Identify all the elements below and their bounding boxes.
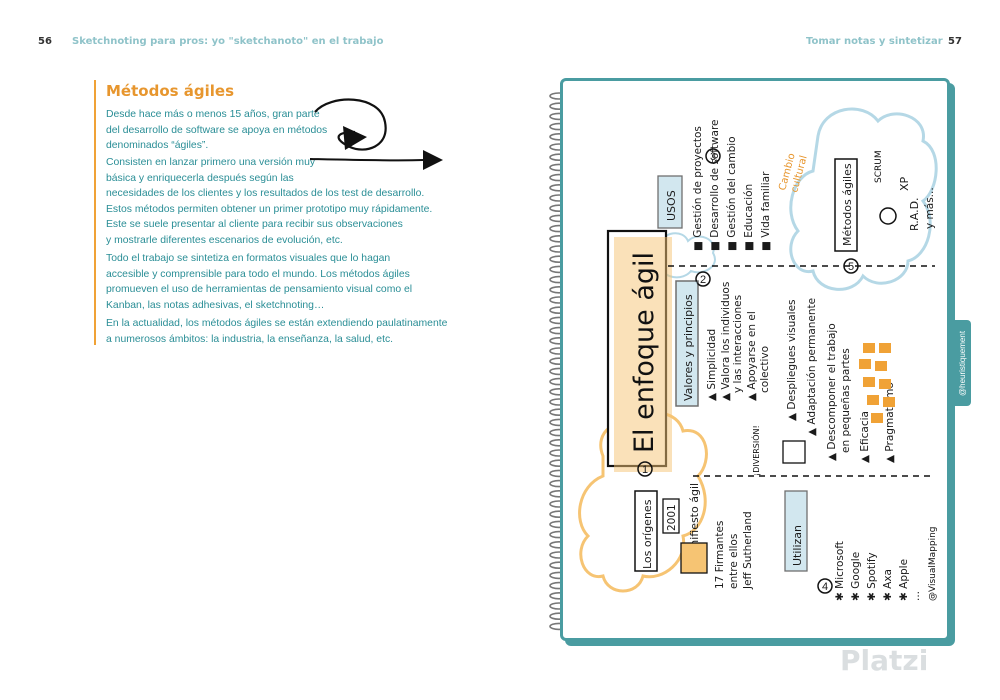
side-tab-label: @heuristiquement (958, 330, 967, 396)
values-banner (675, 280, 699, 407)
right-page-number: 57 (948, 36, 962, 47)
svg-text:¡DIVERSIÓN!: ¡DIVERSIÓN! (750, 425, 761, 476)
svg-text:▲ Despliegues visuales: ▲ Despliegues visuales (786, 299, 798, 421)
svg-text:■ Educación: ■ Educación (743, 184, 755, 251)
scroll-icon (680, 542, 708, 574)
svg-text:Los orígenes: Los orígenes (641, 499, 654, 569)
svg-text:✱ Apple: ✱ Apple (898, 559, 910, 601)
svg-text:colectivo: colectivo (759, 346, 771, 393)
svg-text:entre ellos: entre ellos (728, 534, 740, 589)
postit-notes (859, 343, 895, 423)
svg-text:✱ Microsoft: ✱ Microsoft (834, 541, 846, 601)
svg-text:Métodos ágiles: Métodos ágiles (841, 163, 854, 246)
loop-arrow-icon (309, 98, 443, 170)
accent-bar (94, 80, 96, 345)
spiral-binding (549, 92, 569, 631)
svg-text:R.A.D.: R.A.D. (908, 197, 921, 231)
svg-text:2: 2 (700, 274, 706, 286)
section-number-badge (637, 461, 653, 477)
article-paragraph: Desde hace más o menos 15 años, gran par… (106, 109, 328, 151)
article-paragraph: Todo el trabajo se sintetiza en formatos… (106, 253, 413, 311)
side-tab (955, 320, 971, 406)
svg-text:✱ Google: ✱ Google (850, 552, 862, 601)
svg-text:5: 5 (848, 261, 854, 273)
svg-text:y las interacciones: y las interacciones (732, 295, 744, 393)
origins-box (634, 490, 658, 572)
svg-text:4: 4 (822, 581, 828, 593)
svg-text:XP: XP (898, 176, 911, 191)
methods-cloud (789, 107, 938, 291)
section-number-badge (705, 148, 721, 164)
article-title: Métodos ágiles (106, 82, 235, 100)
svg-text:✱ Axa: ✱ Axa (882, 569, 894, 601)
svg-text:SCRUM: SCRUM (874, 150, 884, 183)
smiley-icon (782, 440, 806, 464)
svg-text:Utilizan: Utilizan (791, 525, 804, 566)
svg-text:▲ Apoyarse en el: ▲ Apoyarse en el (746, 311, 758, 401)
users-banner (784, 490, 808, 572)
sketchnote-page: El enfoque ágil 1 Los orígenes 2001 Mani… (560, 78, 950, 641)
svg-text:■ Gestión de proyectos: ■ Gestión de proyectos (692, 126, 704, 251)
banner-title: El enfoque ágil (629, 252, 660, 453)
section-number-badge (695, 271, 711, 287)
svg-text:USOS: USOS (665, 190, 678, 221)
svg-text:▲ Adaptación permanente: ▲ Adaptación permanente (806, 298, 818, 436)
svg-text:✱ Spotify: ✱ Spotify (866, 552, 878, 601)
svg-text:■ Desarrollo de software: ■ Desarrollo de software (709, 119, 721, 251)
svg-text:▲ Valora los individuos: ▲ Valora los individuos (720, 282, 732, 401)
svg-text:▲ Pragmatismo: ▲ Pragmatismo (884, 382, 896, 463)
title-banner-shadow (614, 237, 672, 472)
left-page-number: 56 (38, 36, 52, 47)
svg-text:...: ... (910, 591, 922, 601)
section-number-badge (843, 258, 859, 274)
platzi-watermark: Platzi (840, 644, 929, 677)
methods-box (834, 158, 858, 252)
svg-text:Valores y principios: Valores y principios (682, 294, 695, 401)
left-running-title: Sketchnoting para pros: yo "sketchanoto"… (72, 36, 384, 47)
svg-text:3: 3 (710, 151, 716, 163)
svg-text:en pequeñas partes: en pequeñas partes (840, 348, 852, 453)
uses-banner (657, 175, 683, 229)
svg-text:▲ Descomponer el trabajo: ▲ Descomponer el trabajo (826, 323, 838, 461)
article-paragraph: Consisten en lanzar primero una versión … (106, 157, 433, 246)
article-paragraph: En la actualidad, los métodos ágiles se … (106, 318, 448, 345)
svg-text:▲ Eficacia: ▲ Eficacia (859, 411, 871, 463)
svg-text:■ Vida familiar: ■ Vida familiar (760, 171, 772, 251)
svg-text:1: 1 (642, 464, 648, 476)
svg-text:■ Gestión del cambio: ■ Gestión del cambio (726, 136, 738, 251)
sketchnote-drawing: El enfoque ágil 1 Los orígenes 2001 Mani… (578, 107, 938, 602)
section-number-badge (817, 578, 833, 594)
svg-text:y más...: y más... (924, 187, 936, 229)
svg-text:@VisualMapping: @VisualMapping (928, 527, 938, 602)
svg-text:▲ Simplicidad: ▲ Simplicidad (706, 329, 718, 401)
gear-icon (879, 207, 897, 225)
svg-text:17 Firmantes: 17 Firmantes (714, 521, 726, 589)
svg-text:Jeff Sutherland: Jeff Sutherland (742, 511, 754, 590)
svg-text:2001: 2001 (666, 504, 678, 531)
right-running-title: Tomar notas y sintetizar (806, 36, 943, 47)
